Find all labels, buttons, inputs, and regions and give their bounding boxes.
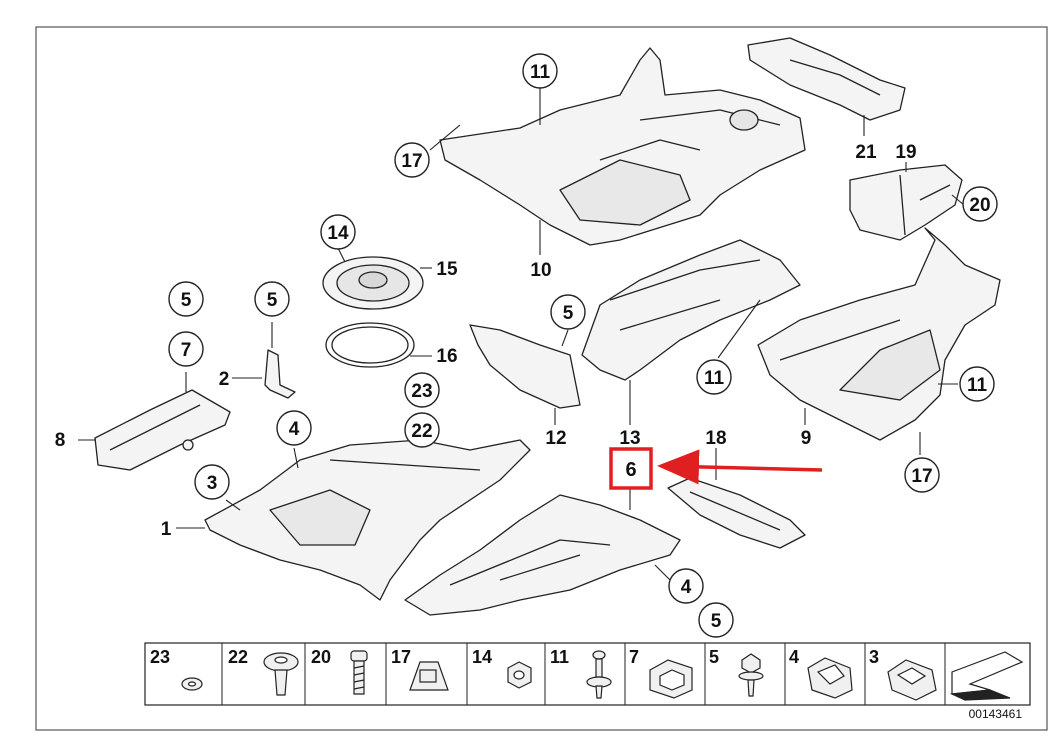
spacer-clip-icon <box>649 659 693 699</box>
callout-22: 22 <box>411 421 432 442</box>
speaker-14 <box>322 256 424 310</box>
underbody-panel-rear <box>439 47 806 246</box>
direction-arrow-icon <box>949 651 1024 701</box>
callout-4-upper: 4 <box>289 419 300 440</box>
highlight-arrow <box>657 449 823 485</box>
legend-num-4: 4 <box>789 647 799 667</box>
callout-10: 10 <box>530 260 551 281</box>
callout-4-lower: 4 <box>681 577 692 598</box>
bolt-icon <box>350 650 368 695</box>
callout-2: 2 <box>219 369 230 390</box>
leader-lines <box>78 88 965 583</box>
callout-11-right: 11 <box>967 375 988 396</box>
air-duct-19 <box>849 164 963 241</box>
bracket-2 <box>264 349 296 399</box>
callout-13: 13 <box>619 428 640 449</box>
legend-num-11: 11 <box>550 647 569 667</box>
legend-num-7: 7 <box>629 647 639 667</box>
callout-5-bracket: 5 <box>267 290 278 311</box>
callout-16: 16 <box>436 346 457 367</box>
tray-panel-18 <box>667 477 806 549</box>
washer-icon <box>181 677 203 691</box>
side-panel-right <box>757 227 1001 441</box>
legend-num-17: 17 <box>391 647 411 667</box>
callout-1: 1 <box>161 519 172 540</box>
bracket-21 <box>747 37 906 121</box>
callout-15: 15 <box>436 259 458 280</box>
expanding-rivet-icon <box>263 652 299 696</box>
callout-9: 9 <box>801 428 812 449</box>
callout-23: 23 <box>411 381 432 402</box>
callout-5-left: 5 <box>181 290 192 311</box>
center-panel-13 <box>581 239 801 381</box>
callout-12: 12 <box>545 428 566 449</box>
callout-8: 8 <box>55 430 66 451</box>
legend-num-14: 14 <box>472 647 492 667</box>
highlight-box <box>609 447 653 490</box>
callout-5-lower: 5 <box>711 611 722 632</box>
callout-11-top: 11 <box>530 62 551 83</box>
legend-num-22: 22 <box>228 647 248 667</box>
callout-6-highlighted: 6 <box>625 459 636 481</box>
collar-screw-icon <box>738 653 764 697</box>
legend-num-20: 20 <box>311 647 331 667</box>
floor-panel-4 <box>404 494 681 616</box>
spring-clip-icon <box>807 657 853 699</box>
underbody-panel-front-left <box>204 439 531 601</box>
gasket-ring-16 <box>325 322 415 368</box>
screw-icon <box>586 650 612 699</box>
nut-clip-icon <box>887 659 937 701</box>
heat-shield-12 <box>469 324 581 409</box>
callout-21: 21 <box>855 142 877 163</box>
callout-17-right: 17 <box>911 466 932 487</box>
rail-panel-8 <box>94 389 231 471</box>
callout-11-center: 11 <box>704 368 725 389</box>
document-number: 00143461 <box>969 707 1023 721</box>
callout-3: 3 <box>207 473 218 494</box>
callout-14: 14 <box>327 223 349 244</box>
clip-nut-icon <box>409 661 449 691</box>
fastener-legend: 23 22 20 17 14 11 7 5 4 3 <box>144 642 1031 706</box>
callout-20: 20 <box>969 195 990 216</box>
legend-num-23: 23 <box>150 647 170 667</box>
hex-nut-icon <box>507 661 532 689</box>
callout-18: 18 <box>705 428 726 449</box>
callout-circles <box>168 53 998 638</box>
diagram-frame <box>35 26 1048 731</box>
callout-5-shield: 5 <box>563 303 574 324</box>
legend-num-3: 3 <box>869 647 879 667</box>
callout-19: 19 <box>895 142 916 163</box>
callout-7: 7 <box>181 340 192 361</box>
legend-num-5: 5 <box>709 647 719 667</box>
callout-17-top: 17 <box>401 151 422 172</box>
